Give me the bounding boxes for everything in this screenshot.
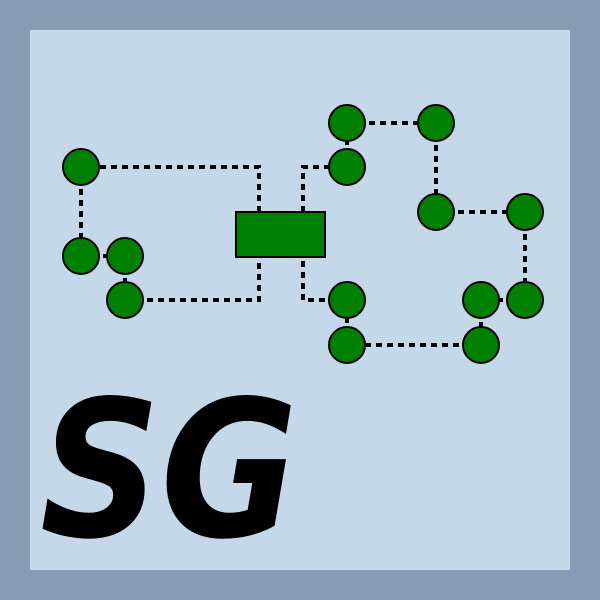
node-farrightlow xyxy=(506,281,544,319)
hub-node xyxy=(235,211,326,258)
node-upperright xyxy=(328,148,366,186)
graph-nodes xyxy=(62,104,544,364)
node-centerlow xyxy=(328,281,366,319)
node-farright xyxy=(506,193,544,231)
node-left xyxy=(62,237,100,275)
node-leftmid xyxy=(106,237,144,275)
node-rightbottom xyxy=(462,326,500,364)
node-centerbottom xyxy=(328,326,366,364)
edge-hub-to-topleft xyxy=(81,165,261,212)
node-topcenter xyxy=(328,104,366,142)
node-leftbottom xyxy=(106,281,144,319)
node-midright xyxy=(417,193,455,231)
edge-leftbottom-to-hub xyxy=(125,256,261,302)
logo-lettering: SG xyxy=(40,360,298,581)
edge-hub-to-upperright xyxy=(301,165,347,212)
node-rightlow xyxy=(462,281,500,319)
node-topleft xyxy=(62,148,100,186)
node-topright xyxy=(417,104,455,142)
